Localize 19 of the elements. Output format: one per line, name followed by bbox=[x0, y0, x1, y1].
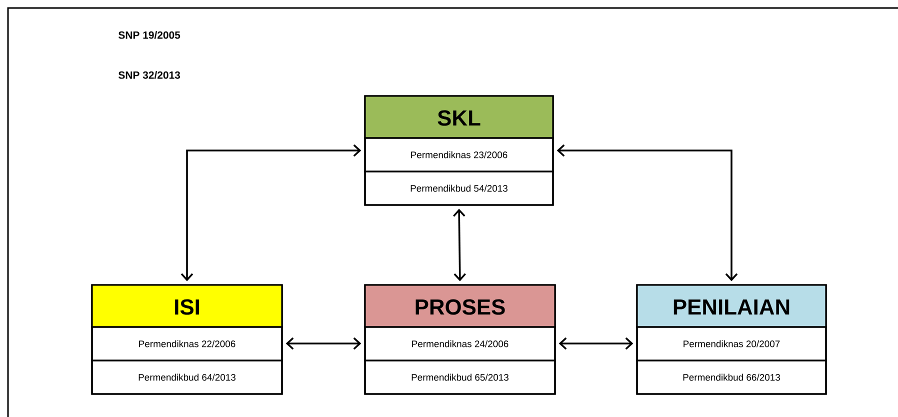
arrow bbox=[286, 337, 362, 350]
title-cell: PROSES bbox=[364, 284, 556, 328]
heading-label: SNP 32/2013 bbox=[118, 71, 180, 79]
heading-label: SNP 19/2005 bbox=[118, 31, 180, 39]
table-cell: Permendiknas 20/2007 bbox=[636, 326, 827, 362]
table-cell: Permendiknas 22/2006 bbox=[91, 326, 283, 362]
title-cell: SKL bbox=[364, 95, 554, 139]
arrow bbox=[452, 208, 466, 282]
table-cell: Permendikbud 66/2013 bbox=[636, 360, 827, 395]
arrow bbox=[556, 144, 738, 282]
table-cell: Permendiknas 24/2006 bbox=[364, 326, 556, 362]
table-cell: Permendikbud 64/2013 bbox=[91, 360, 283, 395]
title-cell: PENILAIAN bbox=[636, 284, 827, 328]
table-cell: Permendikbud 54/2013 bbox=[364, 170, 554, 206]
table-cell: Permendiknas 23/2006 bbox=[364, 137, 554, 172]
arrow bbox=[180, 144, 362, 282]
table-cell: Permendikbud 65/2013 bbox=[364, 360, 556, 395]
title-cell: ISI bbox=[91, 284, 283, 328]
arrow bbox=[558, 337, 634, 350]
